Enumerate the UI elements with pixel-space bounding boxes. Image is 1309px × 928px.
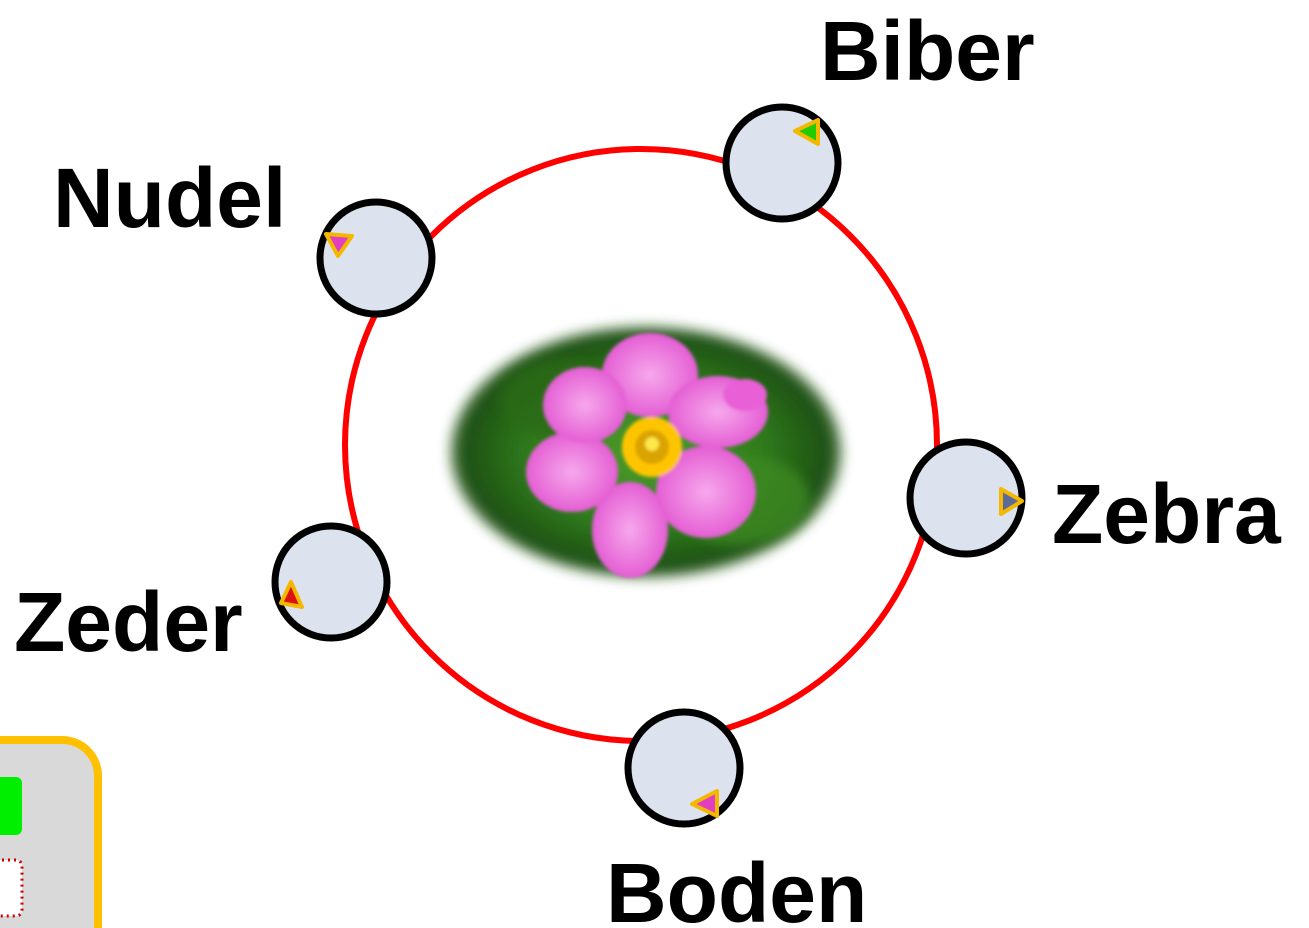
triangle-marker-icon — [793, 118, 820, 146]
legend-panel — [0, 736, 102, 928]
triangle-marker-icon — [999, 487, 1024, 516]
node-label-zebra: Zebra — [1052, 467, 1282, 561]
node-circle-zeder — [271, 522, 391, 642]
legend-swatch-solid — [0, 777, 22, 835]
node-label-zeder: Zeder — [14, 575, 243, 669]
node-label-nudel: Nudel — [53, 151, 286, 245]
node-zeder: Zeder — [14, 522, 391, 669]
node-zebra: Zebra — [906, 438, 1282, 561]
triangle-marker-icon — [690, 789, 719, 818]
legend-swatch-dotted — [0, 858, 24, 918]
node-label-biber: Biber — [820, 4, 1035, 98]
node-circle-boden — [624, 708, 744, 828]
node-biber: Biber — [722, 4, 1035, 223]
center-flower-image — [450, 326, 842, 578]
triangle-marker-icon — [324, 232, 354, 258]
node-circle-nudel — [316, 198, 436, 318]
node-circle-zebra — [906, 438, 1026, 558]
triangle-marker-icon — [279, 580, 304, 609]
node-boden: Boden — [606, 708, 867, 928]
node-label-boden: Boden — [606, 846, 867, 928]
node-nudel: Nudel — [53, 151, 436, 318]
node-circle-biber — [722, 103, 842, 223]
